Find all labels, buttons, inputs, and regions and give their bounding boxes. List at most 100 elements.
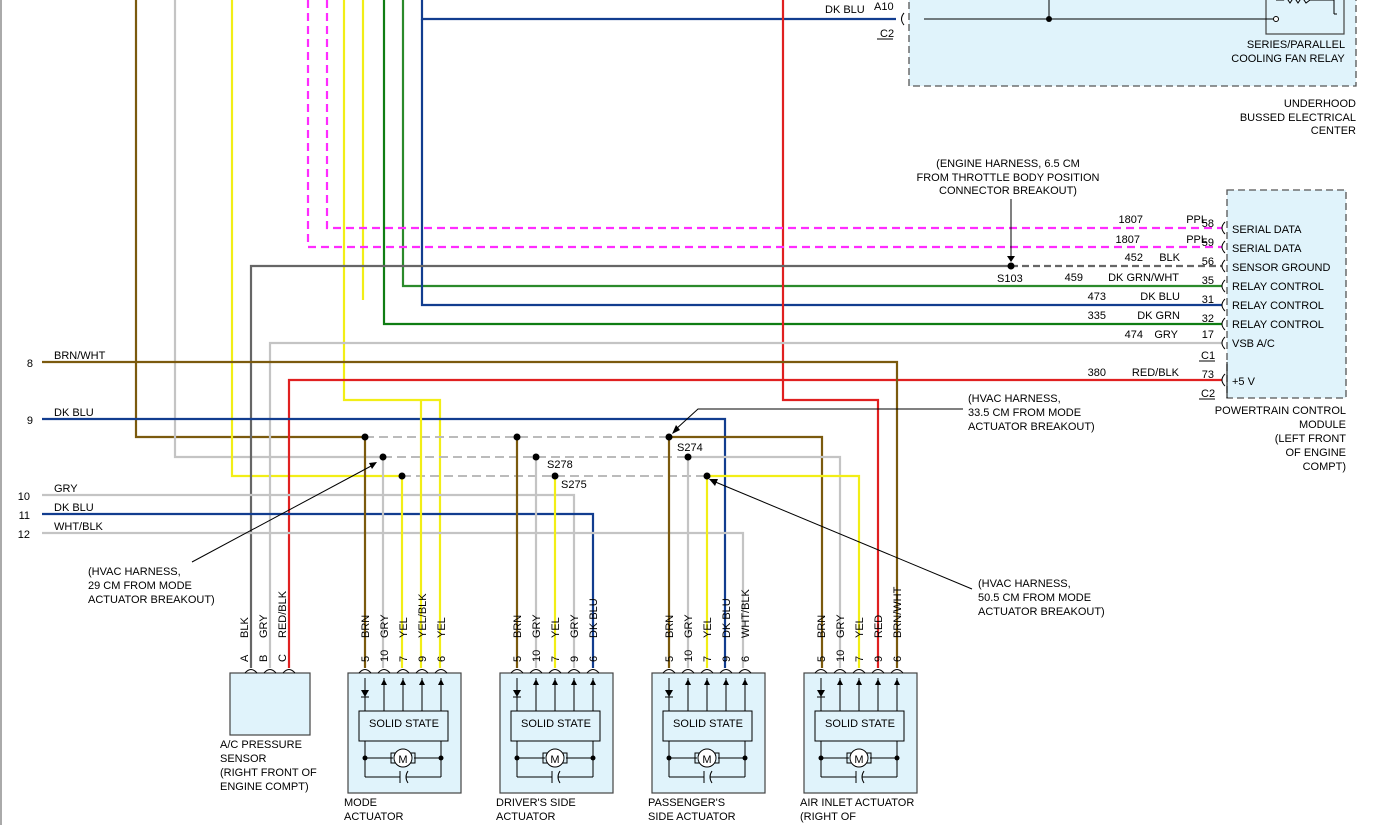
svg-text:56: 56 <box>1202 256 1214 268</box>
svg-text:A/C PRESSURE: A/C PRESSURE <box>220 739 302 751</box>
svg-text:(ENGINE HARNESS, 6.5 CM: (ENGINE HARNESS, 6.5 CM <box>936 158 1080 170</box>
svg-text:50.5 CM FROM MODE: 50.5 CM FROM MODE <box>978 592 1091 604</box>
left-connector-labels: 8 BRN/WHT 9 DK BLU 10 GRY 11 DK BLU 12 W… <box>18 350 106 541</box>
actuator-wire-label: YEL <box>436 617 448 638</box>
actuator-wire-label: GRY <box>835 614 847 638</box>
svg-text:(HVAC HARNESS,: (HVAC HARNESS, <box>968 393 1061 405</box>
pcm-title-3: (LEFT FRONT <box>1275 433 1347 445</box>
pcm-conn-c1: C1 <box>1201 350 1215 362</box>
wire-10-gry <box>42 493 576 668</box>
svg-text:32: 32 <box>1202 313 1214 325</box>
svg-text:+5 V: +5 V <box>1232 376 1256 388</box>
motor-icon: M <box>854 754 863 766</box>
splice-s274: S274 <box>677 442 703 454</box>
wire-red-top <box>781 0 880 668</box>
svg-text:ACTUATOR BREAKOUT): ACTUATOR BREAKOUT) <box>88 594 215 606</box>
svg-text:380: 380 <box>1088 367 1106 379</box>
actuator-pin: 5 <box>360 656 372 662</box>
actuator-wire-label: YEL <box>550 617 562 638</box>
svg-text:PPL: PPL <box>1186 214 1207 226</box>
pcm-row-35: 459 DK GRN/WHT 35 RELAY CONTROL <box>1065 272 1324 293</box>
pcm-title-2: MODULE <box>1299 419 1346 431</box>
svg-text:SENSOR: SENSOR <box>220 753 267 765</box>
wires <box>42 0 1222 668</box>
svg-text:59: 59 <box>1202 237 1214 249</box>
solid-state-label: SOLID STATE <box>825 718 895 730</box>
pcm-module <box>1226 189 1347 399</box>
motor-icon: M <box>398 754 407 766</box>
wire-9-dkblu <box>42 417 727 668</box>
svg-text:BLK: BLK <box>239 617 251 638</box>
svg-text:DK GRN/WHT: DK GRN/WHT <box>1108 272 1179 284</box>
svg-text:1807: 1807 <box>1116 234 1140 246</box>
svg-text:RELAY CONTROL: RELAY CONTROL <box>1232 281 1324 293</box>
svg-text:BLK: BLK <box>1159 252 1180 264</box>
wire-dkgrn <box>382 0 1222 326</box>
actuator-label: PASSENGER'S <box>648 797 725 809</box>
actuator-wire-label: DK BLU <box>588 598 600 638</box>
actuator-pin: 9 <box>873 656 885 662</box>
actuator-wire-label: YEL <box>854 617 866 638</box>
actuator-pin: 9 <box>569 656 581 662</box>
svg-text:RED/BLK: RED/BLK <box>1132 367 1180 379</box>
actuator-pin: 9 <box>417 656 429 662</box>
svg-text:58: 58 <box>1202 218 1214 230</box>
bec-title-1: UNDERHOOD <box>1284 98 1356 110</box>
relay-label-1: SERIES/PARALLEL <box>1247 39 1345 51</box>
wire-ppl-58 <box>325 0 1222 230</box>
wire-dkblu-pcm <box>420 19 1222 307</box>
actuator-pin: 7 <box>854 656 866 662</box>
actuator-pin: 5 <box>664 656 676 662</box>
actuator-label: (RIGHT OF <box>800 811 856 823</box>
splice-s103: S103 <box>997 273 1023 285</box>
relay-label-2: COOLING FAN RELAY <box>1231 53 1345 65</box>
actuator-wire-label: GRY <box>569 614 581 638</box>
actuator-pin: 7 <box>702 656 714 662</box>
actuator-wire-label: GRY <box>683 614 695 638</box>
s103-note: (ENGINE HARNESS, 6.5 CM FROM THROTTLE BO… <box>917 158 1100 262</box>
wire-gry-top <box>173 0 383 459</box>
svg-text:RELAY CONTROL: RELAY CONTROL <box>1232 319 1324 331</box>
actuator-pin: 10 <box>531 650 543 662</box>
actuator-wire-label: GRY <box>531 614 543 638</box>
svg-text:335: 335 <box>1088 310 1106 322</box>
svg-text:DK BLU: DK BLU <box>54 407 94 419</box>
svg-text:17: 17 <box>1202 329 1214 341</box>
actuator-wire-label: YEL/BLK <box>417 593 429 638</box>
svg-text:VSB A/C: VSB A/C <box>1232 338 1275 350</box>
svg-text:CONNECTOR BREAKOUT): CONNECTOR BREAKOUT) <box>939 185 1077 197</box>
svg-text:452: 452 <box>1125 252 1143 264</box>
actuator-wire-label: WHT/BLK <box>740 588 752 638</box>
bec-connector: C2 <box>880 28 894 40</box>
svg-text:SENSOR GROUND: SENSOR GROUND <box>1232 262 1330 274</box>
svg-text:(RIGHT FRONT OF: (RIGHT FRONT OF <box>220 767 317 779</box>
solid-state-label: SOLID STATE <box>369 718 439 730</box>
bec-title-2: BUSSED ELECTRICAL <box>1240 112 1356 124</box>
wire-yel-mid <box>342 0 442 668</box>
hvac-note-29: (HVAC HARNESS, 29 CM FROM MODE ACTUATOR … <box>88 462 377 606</box>
splice-points: S103 S274 S278 S275 <box>361 262 1023 491</box>
actuator-pin: 6 <box>740 656 752 662</box>
bussed-electrical-center: SERIES/PARALLEL COOLING FAN RELAY UNDERH… <box>825 0 1357 137</box>
svg-text:35: 35 <box>1202 275 1214 287</box>
splice-s275: S275 <box>561 479 587 491</box>
pcm-row-31: 473 DK BLU 31 RELAY CONTROL <box>1088 291 1324 312</box>
svg-text:SERIAL DATA: SERIAL DATA <box>1232 224 1302 236</box>
splice-s278: S278 <box>547 459 573 471</box>
actuator-pin: 10 <box>379 650 391 662</box>
svg-text:73: 73 <box>1202 369 1214 381</box>
actuator-pin: 6 <box>892 656 904 662</box>
svg-text:33.5 CM FROM MODE: 33.5 CM FROM MODE <box>968 407 1081 419</box>
svg-text:12: 12 <box>18 529 30 541</box>
wire-8-brnwht <box>42 360 899 668</box>
actuator-pin: 5 <box>816 656 828 662</box>
actuator-label: AIR INLET ACTUATOR <box>800 797 914 809</box>
svg-text:31: 31 <box>1202 294 1214 306</box>
actuator-pin: 10 <box>835 650 847 662</box>
actuator-wire-label: BRN <box>360 615 372 638</box>
svg-text:GRY: GRY <box>54 483 78 495</box>
svg-text:9: 9 <box>27 415 33 427</box>
pcm-row-17: 474 GRY 17 VSB A/C <box>1125 329 1275 350</box>
